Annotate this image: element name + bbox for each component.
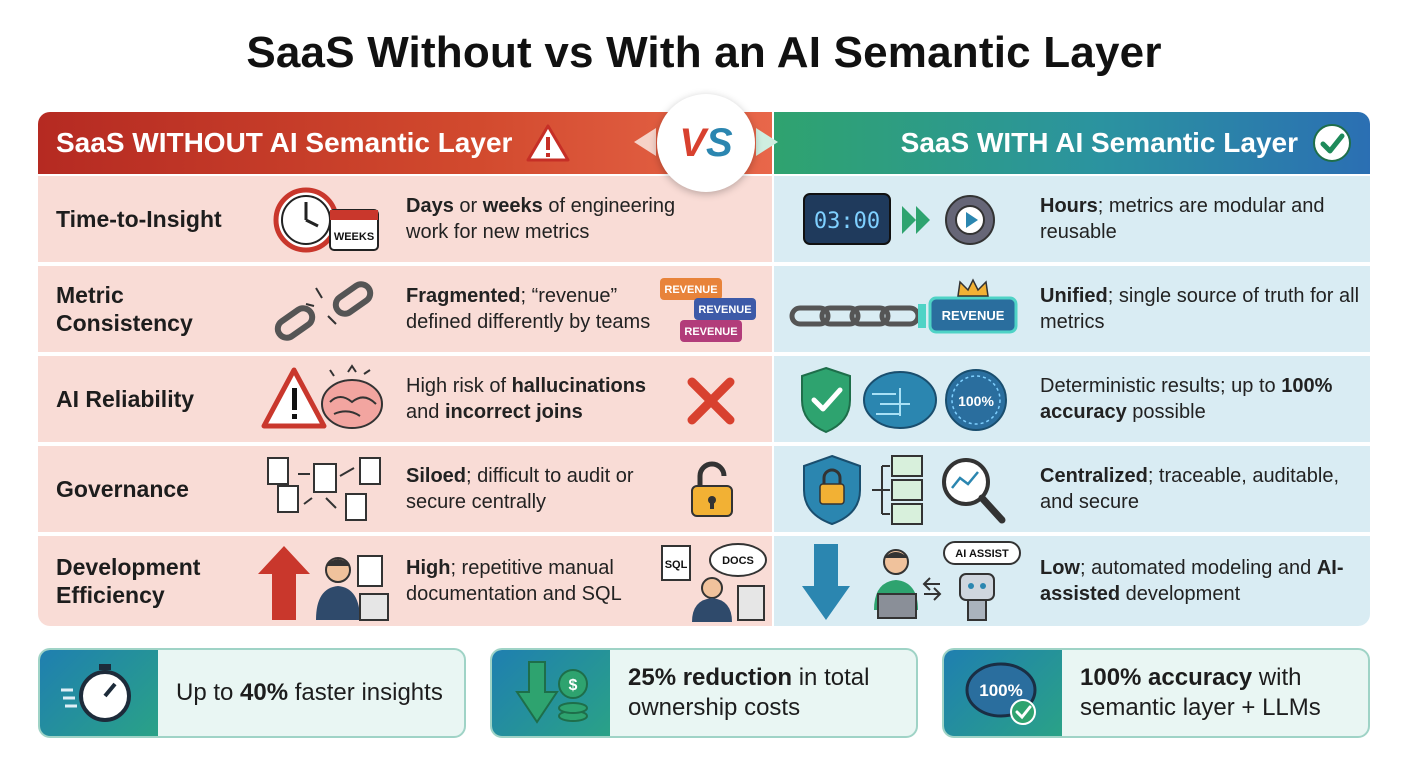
svg-text:SQL: SQL bbox=[665, 559, 688, 571]
svg-text:100%: 100% bbox=[979, 681, 1022, 700]
row-ai-reliability: AI Reliability High risk of hallucinatio… bbox=[38, 356, 772, 442]
sql-docs-person-icon: SQL DOCS bbox=[658, 540, 768, 626]
card-text: 100% accuracy with semantic layer + LLMs bbox=[1080, 664, 1321, 721]
row-governance: Governance Siloed; difficult to audit or… bbox=[38, 446, 772, 532]
svg-text:REVENUE: REVENUE bbox=[698, 304, 751, 316]
header-with-title: SaaS WITH AI Semantic Layer bbox=[900, 127, 1298, 158]
row-desc: High; repetitive manual documentation an… bbox=[406, 557, 622, 605]
revenue-tags-icon: REVENUE REVENUE REVENUE bbox=[660, 276, 760, 351]
row-label: Time-to-Insight bbox=[56, 205, 222, 232]
broken-chain-icon bbox=[270, 276, 380, 351]
svg-text:REVENUE: REVENUE bbox=[664, 284, 717, 296]
row-time-to-insight: Time-to-Insight WEEKS Days or weeks of e… bbox=[38, 176, 772, 262]
right-arrow-icon bbox=[754, 122, 784, 167]
row-desc: Low; automated modeling and AI-assisted … bbox=[1040, 557, 1344, 605]
up-arrow-stressed-person-icon bbox=[254, 542, 394, 626]
row-metric-consistency: Metric Consistency Fragmented; “revenue”… bbox=[38, 266, 772, 352]
scattered-documents-icon bbox=[264, 454, 394, 531]
row-ai-reliability-with: 100% Deterministic results; up to 100% a… bbox=[774, 356, 1370, 442]
row-desc: Unified; single source of truth for all … bbox=[1040, 285, 1360, 333]
card-text: Up to 40% faster insights bbox=[176, 679, 443, 706]
shield-lock-magnifier-icon bbox=[802, 452, 1022, 533]
svg-text:REVENUE: REVENUE bbox=[684, 326, 737, 338]
row-label: Metric Consistency bbox=[56, 281, 193, 336]
panel-without: SaaS WITHOUT AI Semantic Layer Time-to-I… bbox=[38, 112, 772, 626]
row-label: AI Reliability bbox=[56, 385, 195, 412]
brain-check-icon: 100% bbox=[944, 650, 1062, 736]
warning-brain-icon bbox=[260, 362, 390, 443]
unlocked-padlock-icon bbox=[688, 460, 736, 523]
down-arrow-ai-assist-icon: AI ASSIST bbox=[800, 540, 1030, 626]
svg-text:DOCS: DOCS bbox=[722, 555, 754, 567]
shield-brain-badge-icon: 100% bbox=[800, 364, 1020, 441]
warning-triangle-icon bbox=[526, 124, 570, 162]
row-desc: Days or weeks of engineering work for ne… bbox=[406, 195, 676, 243]
svg-text:$: $ bbox=[569, 677, 578, 694]
row-desc: Hours; metrics are modular and reusable bbox=[1040, 195, 1325, 243]
row-desc: High risk of hallucinations and incorrec… bbox=[406, 375, 647, 423]
row-metric-consistency-with: REVENUE Unified; single source of truth … bbox=[774, 266, 1370, 352]
chain-revenue-crown-icon: REVENUE bbox=[788, 276, 1028, 351]
svg-text:AI ASSIST: AI ASSIST bbox=[955, 548, 1009, 560]
left-arrow-icon bbox=[628, 122, 658, 167]
svg-text:REVENUE: REVENUE bbox=[942, 308, 1005, 323]
row-label: Development Efficiency bbox=[56, 553, 201, 608]
stat-card-accuracy: 100% 100% accuracy with semantic layer +… bbox=[942, 648, 1370, 738]
stat-card-cost-reduction: $ 25% reduction in total ownership costs bbox=[490, 648, 918, 738]
svg-text:100%: 100% bbox=[958, 393, 994, 409]
header-with: SaaS WITH AI Semantic Layer bbox=[774, 112, 1370, 174]
red-x-icon bbox=[686, 376, 736, 431]
row-development-efficiency: Development Efficiency High; repetitive … bbox=[38, 536, 772, 626]
cost-down-icon: $ bbox=[492, 650, 610, 736]
card-text: 25% reduction in total ownership costs bbox=[628, 664, 870, 721]
row-label: Governance bbox=[56, 475, 189, 502]
row-desc: Fragmented; “revenue” defined differentl… bbox=[406, 285, 651, 333]
row-time-to-insight-with: 03:00 Hours; metrics are modular and reu… bbox=[774, 176, 1370, 262]
row-desc: Siloed; difficult to audit or secure cen… bbox=[406, 465, 634, 513]
panel-with: SaaS WITH AI Semantic Layer 03:00 Hours;… bbox=[774, 112, 1370, 626]
page-title: SaaS Without vs With an AI Semantic Laye… bbox=[246, 28, 1162, 77]
row-desc: Deterministic results; up to 100% accura… bbox=[1040, 375, 1333, 423]
stopwatch-icon bbox=[40, 650, 158, 736]
calendar-text: WEEKS bbox=[334, 231, 374, 243]
row-desc: Centralized; traceable, auditable, and s… bbox=[1040, 465, 1340, 513]
check-circle-icon bbox=[1312, 123, 1352, 163]
header-without-title: SaaS WITHOUT AI Semantic Layer bbox=[56, 127, 513, 158]
clock-calendar-icon: WEEKS bbox=[270, 184, 390, 261]
row-governance-with: Centralized; traceable, auditable, and s… bbox=[774, 446, 1370, 532]
stat-card-faster-insights: Up to 40% faster insights bbox=[38, 648, 466, 738]
row-development-efficiency-with: AI ASSIST Low; automated modeling and AI… bbox=[774, 536, 1370, 626]
clock-text: 03:00 bbox=[814, 209, 880, 234]
digital-clock-gear-icon: 03:00 bbox=[802, 188, 1014, 257]
